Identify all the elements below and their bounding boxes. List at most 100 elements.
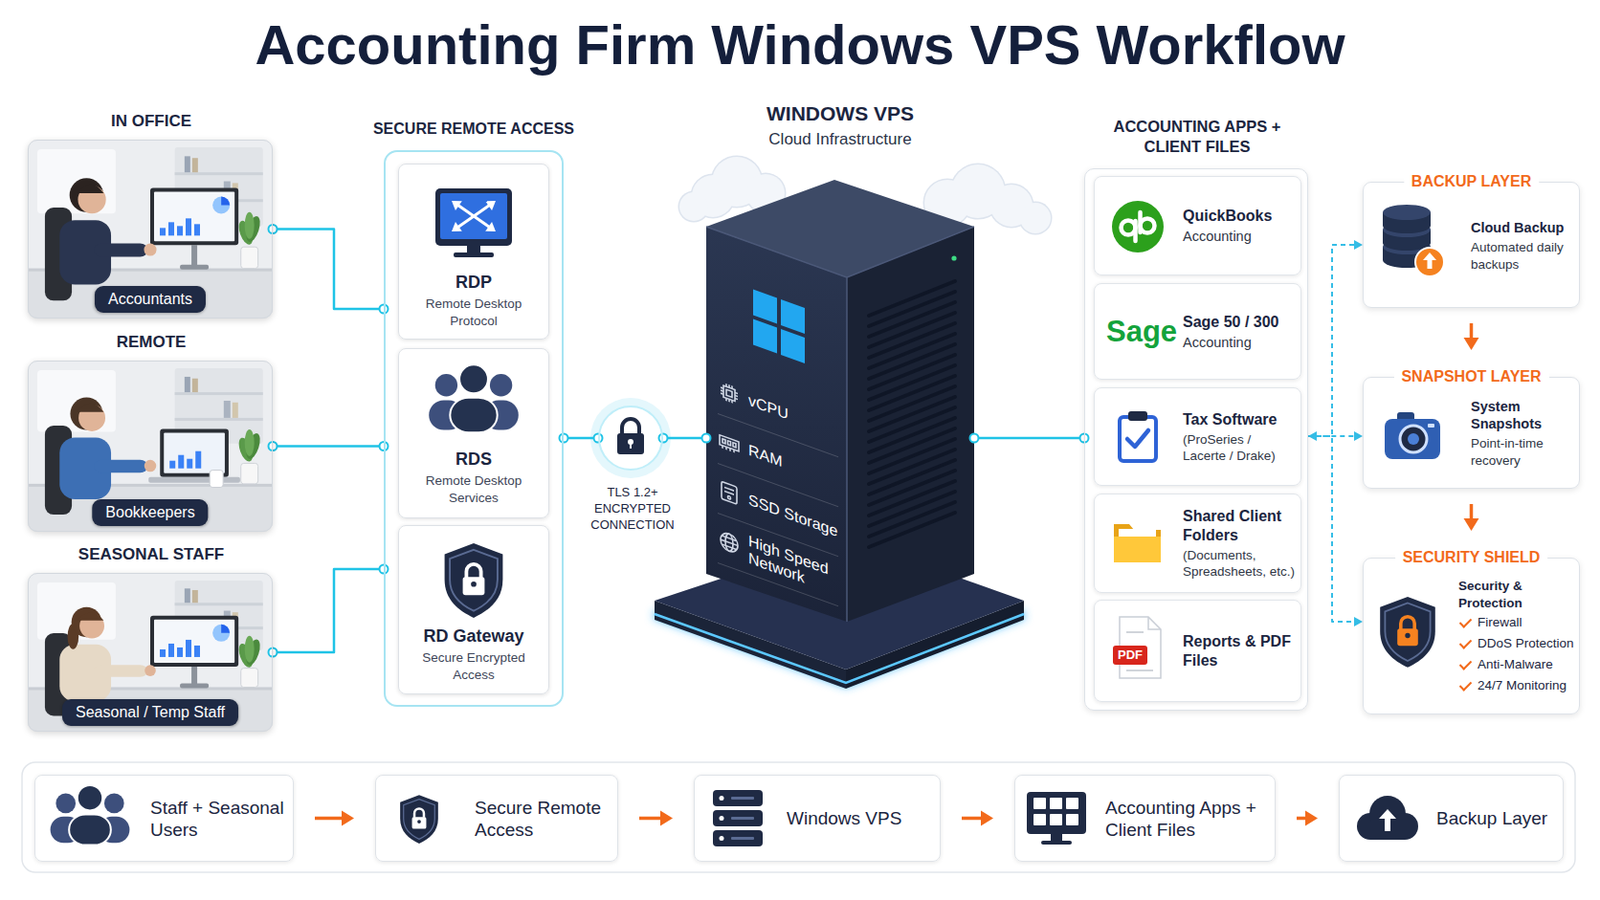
drawn-path	[1308, 436, 1357, 623]
access-method-card: RDPRemote Desktop Protocol	[398, 163, 550, 340]
drawn-rect	[712, 790, 763, 807]
app-title: QuickBooks	[1182, 206, 1296, 226]
app-description: Accounting	[1182, 333, 1296, 352]
drawn-rect	[712, 810, 763, 827]
access-method-card: RDSRemote Desktop Services	[398, 348, 550, 519]
flow-step: Secure Remote Access	[375, 775, 619, 863]
drawn-rect	[731, 817, 755, 821]
drawn-rect	[93, 460, 148, 473]
drawn-rect	[1026, 792, 1087, 835]
drawn-circle	[144, 665, 156, 677]
drawn-svg	[717, 377, 741, 410]
drawn-circle	[719, 836, 725, 842]
drawn-path	[1308, 244, 1357, 437]
drawn-circle	[970, 434, 979, 444]
drawn-rect	[159, 227, 166, 236]
spec-panel: vCPURAMSSD StorageHigh Speed Network	[717, 364, 839, 607]
group-heading: IN OFFICE	[9, 111, 293, 133]
drawn-path	[272, 569, 384, 653]
spec-row: RAM	[717, 414, 839, 508]
drawn-circle	[599, 406, 663, 470]
drawn-circle	[1415, 247, 1445, 277]
drawn-circle	[951, 255, 956, 261]
drawn-polygon	[780, 329, 805, 364]
drawn-rect	[93, 665, 148, 677]
drawn-path	[724, 487, 734, 495]
drawn-path	[663, 437, 707, 441]
drawn-circle	[1404, 633, 1410, 639]
drawn-rect	[1050, 834, 1063, 843]
drawn-circle	[489, 374, 512, 397]
drawn-rect	[1049, 814, 1063, 826]
drawn-path	[1422, 252, 1437, 269]
drawn-polygon	[1354, 617, 1363, 627]
drawn-circle	[212, 196, 230, 214]
drawn-polygon	[341, 811, 355, 827]
drawn-ellipse	[244, 636, 255, 664]
layer-title: Cloud Backup	[1470, 219, 1575, 237]
layer-heading: SECURITY SHIELD	[1395, 548, 1549, 568]
drawn-polygon	[451, 222, 463, 232]
diagram-title: Accounting Firm Windows VPS Workflow	[0, 11, 1600, 79]
drawn-path	[1378, 809, 1397, 832]
drawn-path	[1384, 602, 1430, 662]
drawn-path	[1113, 524, 1161, 563]
app-card: Tax Software(ProSeries / Lacerte / Drake…	[1093, 387, 1302, 487]
drawn-path	[403, 800, 436, 841]
drawn-polygon	[1354, 240, 1363, 250]
drawn-circle	[1400, 425, 1427, 453]
apps-panel: ACCOUNTING APPS + CLIENT FILESQuickBooks…	[1084, 168, 1309, 712]
drawn-rect	[192, 157, 199, 173]
drawn-rect	[194, 645, 200, 658]
drawn-rect	[723, 385, 735, 401]
drawn-circle	[590, 398, 671, 479]
drawn-rect	[175, 392, 264, 396]
layer-card: SECURITY SHIELDSecurity & ProtectionFire…	[1362, 557, 1580, 715]
drawn-polyline	[846, 226, 975, 278]
drawn-rect	[1397, 628, 1419, 646]
step-label: Windows VPS	[786, 807, 902, 830]
drawn-path	[76, 403, 104, 413]
feature-item: Anti-Malware	[1458, 654, 1575, 676]
connector	[1464, 504, 1480, 532]
staff-group-card: SEASONAL STAFFSeasonal / Temp Staff	[27, 573, 273, 733]
connector	[1308, 240, 1363, 437]
drawn-polygon	[753, 289, 778, 325]
drawn-polygon	[753, 319, 778, 355]
drawn-rect	[712, 830, 763, 847]
drawn-rect	[177, 647, 183, 658]
drawn-rect	[184, 377, 191, 393]
drawn-circle	[268, 224, 278, 234]
drawn-ellipse	[1382, 204, 1431, 221]
connector	[1296, 811, 1318, 827]
drawn-rect	[154, 620, 235, 664]
drawn-rect	[1384, 419, 1441, 460]
drawn-rect	[27, 573, 273, 733]
drawn-path	[272, 229, 384, 311]
drawn-circle	[268, 648, 278, 658]
drawn-polygon	[1354, 431, 1363, 442]
connector	[1308, 436, 1363, 627]
drawn-rect	[150, 187, 239, 245]
app-title: Reports & PDF Files	[1182, 632, 1296, 671]
layer-card: SNAPSHOT LAYERSystem SnapshotsPoint-in-t…	[1362, 377, 1580, 489]
drawn-path	[414, 808, 424, 818]
drawn-path	[1113, 536, 1161, 563]
feature-item: Firewall	[1458, 612, 1575, 634]
drawn-rect	[241, 246, 259, 268]
drawn-path	[76, 613, 104, 622]
drawn-polygon	[980, 811, 994, 827]
drawn-rect	[185, 640, 192, 658]
drawn-rect	[617, 433, 645, 455]
drawn-rect	[37, 149, 116, 214]
drawn-polyline	[1127, 430, 1149, 447]
layer-heading: SNAPSHOT LAYER	[1393, 367, 1549, 387]
drawn-circle	[417, 820, 422, 824]
app-card: SageSage 50 / 300Accounting	[1093, 283, 1302, 380]
drawn-rect	[719, 434, 739, 451]
connector	[268, 565, 389, 658]
connector	[659, 434, 712, 444]
app-title: Tax Software	[1182, 410, 1296, 430]
drawn-path	[974, 437, 1085, 441]
access-method-card: RD GatewaySecure Encrypted Access	[398, 525, 550, 695]
